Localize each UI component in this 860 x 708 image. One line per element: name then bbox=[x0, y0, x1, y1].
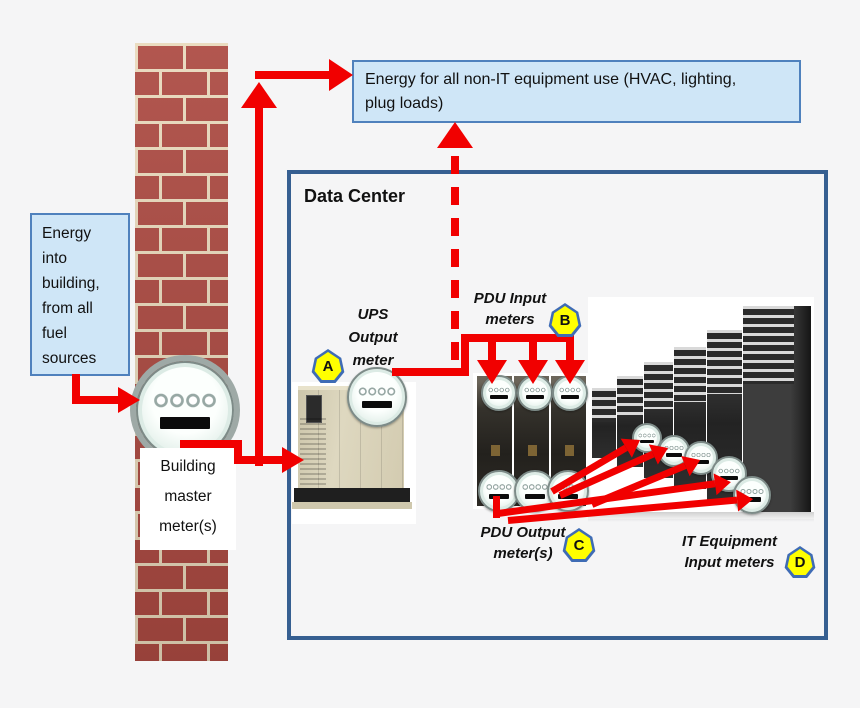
arrowhead-into-nonit-box bbox=[329, 59, 353, 91]
arrowhead-into-meter bbox=[118, 387, 140, 413]
dashed-arrow-dc-to-nonit bbox=[451, 156, 459, 374]
pdu-input-meters-label: PDU Input meters bbox=[473, 290, 547, 328]
energy-into-building-box: Energy into building, from all fuel sour… bbox=[30, 213, 130, 376]
arrow-meter-to-ups bbox=[234, 440, 242, 462]
arrow-pdu-drop bbox=[488, 340, 496, 362]
ups-output-meter-label: UPS Output meter bbox=[348, 306, 398, 369]
data-center-box bbox=[287, 170, 828, 640]
arrow-energybox-to-meter bbox=[72, 374, 80, 401]
line-feed-horizontal bbox=[461, 334, 574, 342]
non-it-energy-box: Energy for all non-IT equipment use (HVA… bbox=[352, 60, 801, 123]
badge-b-letter: B bbox=[559, 311, 571, 329]
arrowhead-pdu-drop bbox=[555, 360, 585, 384]
ups-output-meter bbox=[347, 367, 407, 427]
ups-grille bbox=[300, 418, 326, 486]
badge-d-letter: D bbox=[794, 553, 806, 571]
it-equipment-input-meters-label: IT Equipment Input meters bbox=[682, 533, 777, 571]
data-center-title: Data Center bbox=[304, 186, 406, 206]
arrow-building-to-nonit-riser bbox=[255, 106, 263, 466]
arrowhead-up-nonit bbox=[241, 82, 277, 108]
arrow-energybox-to-meter bbox=[72, 396, 120, 404]
arrow-pdu-drop bbox=[529, 340, 537, 362]
ups-plinth bbox=[294, 488, 410, 502]
ups-door-panel bbox=[306, 395, 322, 423]
rack-floor-reflection bbox=[588, 512, 814, 522]
line-feed-riser bbox=[461, 334, 469, 376]
arrow-building-to-nonit-top bbox=[255, 71, 329, 79]
arrow-pdu-drop bbox=[566, 340, 574, 362]
arrow-meter-to-ups bbox=[234, 456, 282, 464]
pdu-output-meters-label: PDU Output meter(s) bbox=[480, 524, 566, 562]
line-upsmeter-out bbox=[392, 368, 469, 376]
arrowhead-pdu-drop bbox=[518, 360, 548, 384]
arrowhead-into-ups bbox=[282, 447, 304, 473]
brick-wall bbox=[135, 43, 228, 661]
badge-a-letter: A bbox=[322, 357, 334, 375]
arrowhead-pdu-drop bbox=[477, 360, 507, 384]
line-pduout-connector bbox=[493, 496, 500, 518]
arrowhead-dashed-up bbox=[437, 122, 473, 148]
building-master-meter-label: Building master meter(s) bbox=[140, 448, 236, 550]
ups-base bbox=[292, 502, 412, 509]
server-rack bbox=[592, 388, 616, 458]
arrow-meter-to-ups bbox=[180, 440, 242, 448]
badge-c-letter: C bbox=[573, 536, 585, 554]
